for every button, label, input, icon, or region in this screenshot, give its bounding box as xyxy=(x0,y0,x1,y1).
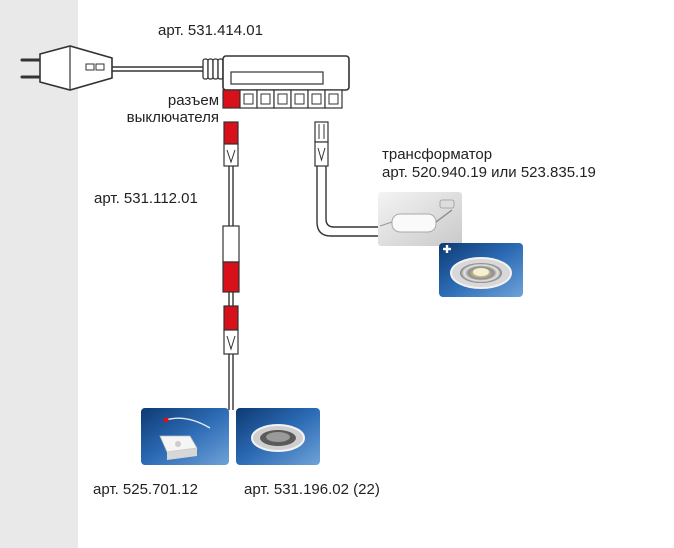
transformer-article-label: арт. 520.940.19 или 523.835.19 xyxy=(382,164,596,181)
switch-socket-red xyxy=(222,89,241,109)
transformer-title-label: трансформатор xyxy=(382,146,493,163)
transformer-photo xyxy=(378,192,462,246)
euro-plug-icon xyxy=(20,45,113,91)
spotlight-article-label: арт. 531.196.02 (22) xyxy=(244,481,380,498)
downlight-photo xyxy=(439,243,523,297)
strain-relief xyxy=(202,58,224,80)
cable-article-label: арт. 531.112.01 xyxy=(94,190,198,207)
spotlight-photo xyxy=(236,408,320,465)
switch-connector-label-line2: выключателя xyxy=(126,109,219,126)
switch-connector-label-line1: разъем xyxy=(167,92,219,109)
switch-extension-cable xyxy=(222,121,240,410)
junction-box xyxy=(222,55,350,109)
plus-icon xyxy=(443,245,451,253)
switch-article-label: арт. 525.701.12 xyxy=(93,481,198,498)
switch-photo xyxy=(141,408,229,465)
junction-box-article-label: арт. 531.414.01 xyxy=(158,22,263,39)
left-background-band xyxy=(0,0,78,548)
transformer-cable xyxy=(314,121,378,237)
